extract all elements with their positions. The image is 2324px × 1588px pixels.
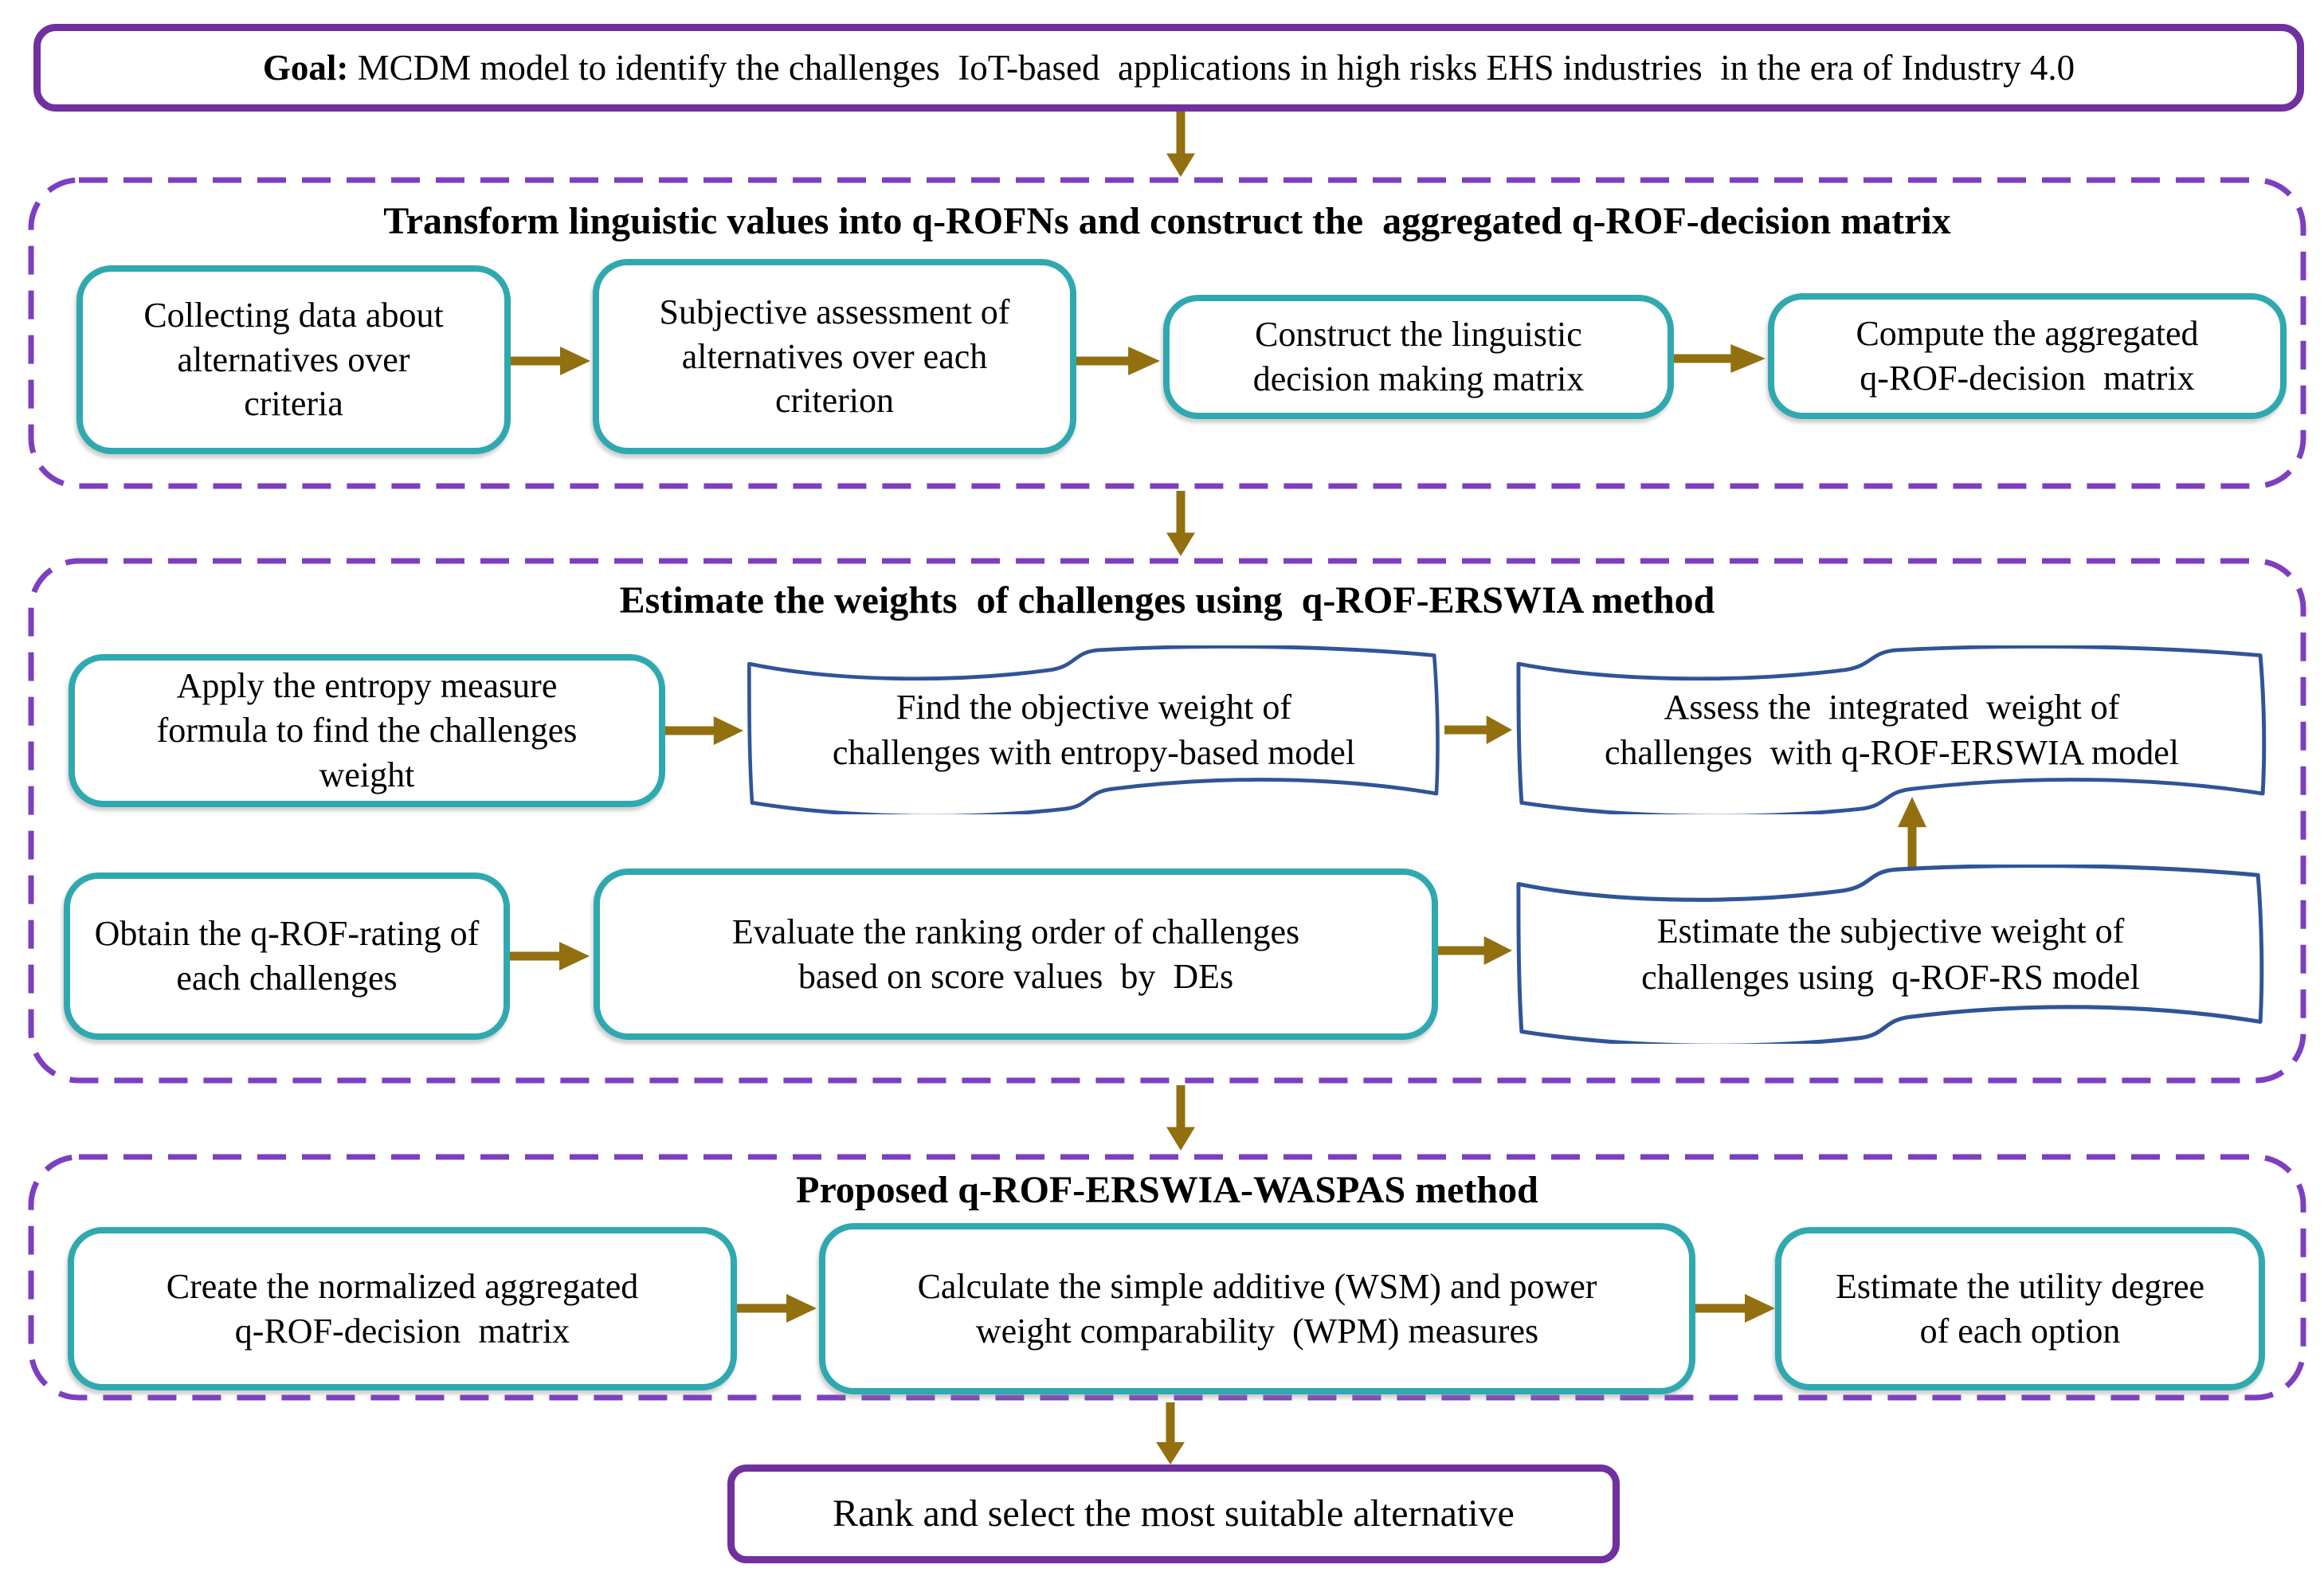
process-box-collect-data: Collecting data about alternatives over … (76, 265, 511, 454)
wave-box-integrated-weight-text: Assess the integrated weight of challeng… (1604, 687, 2179, 772)
arrow-section3-to-final (1156, 1402, 1185, 1464)
process-box-linguistic-matrix: Construct the linguistic decision making… (1163, 295, 1674, 419)
section-transform: Transform linguistic values into q-ROFNs… (28, 177, 2306, 489)
wave-box-subjective-weight: Estimate the subjective weight of challe… (1512, 865, 2269, 1044)
goal-text: MCDM model to identify the challenges Io… (348, 48, 2075, 88)
process-box-utility-degree-text: Estimate the utility degree of each opti… (1835, 1266, 2205, 1351)
arrow-section1-to-section2 (1166, 491, 1195, 556)
process-box-entropy-formula-text: Apply the entropy measure formula to fin… (156, 666, 578, 794)
arrow-linguistic-to-aggregated (1674, 344, 1766, 373)
process-box-wsm-wpm-measures-text: Calculate the simple additive (WSM) and … (917, 1266, 1597, 1351)
section-waspas: Proposed q-ROF-ERSWIA-WASPAS method Crea… (28, 1154, 2306, 1401)
process-box-subjective-assessment: Subjective assessment of alternatives ov… (593, 259, 1076, 454)
process-box-normalized-matrix: Create the normalized aggregated q-ROF-d… (68, 1227, 737, 1390)
arrow-collect-to-subjective (511, 347, 590, 375)
arrow-subjective-to-linguistic (1076, 347, 1160, 375)
wave-box-subjective-weight-text: Estimate the subjective weight of challe… (1641, 912, 2140, 997)
arrow-goal-to-section1 (1166, 112, 1195, 177)
process-box-qrof-rating: Obtain the q-ROF-rating of each challeng… (64, 872, 510, 1040)
final-box-text: Rank and select the most suitable altern… (833, 1492, 1515, 1535)
section3-dashed-border (28, 1154, 2306, 1401)
goal-box: Goal: MCDM model to identify the challen… (33, 24, 2304, 112)
arrow-normalized-to-measures (737, 1294, 817, 1323)
process-box-wsm-wpm-measures: Calculate the simple additive (WSM) and … (819, 1223, 1695, 1394)
wave-shape (1516, 865, 2264, 1044)
process-box-aggregated-matrix: Compute the aggregated q-ROF-decision ma… (1768, 293, 2287, 419)
arrow-measures-to-utility (1695, 1294, 1775, 1323)
arrow-ranking-to-subjective (1438, 936, 1512, 965)
section1-dashed-border (28, 177, 2306, 489)
goal-label: Goal: (262, 48, 349, 88)
arrow-rating-to-ranking (510, 942, 590, 970)
process-box-ranking-order-text: Evaluate the ranking order of challenges… (731, 912, 1300, 996)
process-box-normalized-matrix-text: Create the normalized aggregated q-ROF-d… (166, 1266, 639, 1351)
arrow-objective-to-integrated (1444, 716, 1512, 744)
arrow-section2-to-section3 (1166, 1085, 1195, 1151)
process-box-ranking-order: Evaluate the ranking order of challenges… (594, 868, 1438, 1040)
process-box-aggregated-matrix-text: Compute the aggregated q-ROF-decision ma… (1856, 314, 2199, 398)
section3-title: Proposed q-ROF-ERSWIA-WASPAS method (796, 1169, 1538, 1211)
process-box-utility-degree: Estimate the utility degree of each opti… (1775, 1227, 2265, 1390)
final-box: Rank and select the most suitable altern… (727, 1464, 1620, 1563)
process-box-linguistic-matrix-text: Construct the linguistic decision making… (1252, 315, 1585, 398)
process-box-entropy-formula: Apply the entropy measure formula to fin… (69, 654, 665, 807)
wave-box-objective-weight: Find the objective weight of challenges … (743, 645, 1444, 814)
wave-shape (747, 645, 1440, 814)
wave-box-integrated-weight: Assess the integrated weight of challeng… (1512, 645, 2271, 814)
process-box-collect-data-text: Collecting data about alternatives over … (143, 295, 444, 424)
wave-shape (1516, 645, 2267, 814)
section1-title: Transform linguistic values into q-ROFNs… (383, 200, 1951, 242)
section-weights: Estimate the weights of challenges using… (28, 558, 2306, 1084)
process-box-qrof-rating-text: Obtain the q-ROF-rating of each challeng… (94, 914, 480, 998)
wave-box-objective-weight-text: Find the objective weight of challenges … (832, 687, 1356, 772)
arrow-entropy-to-objective (665, 716, 743, 745)
process-box-subjective-assessment-text: Subjective assessment of alternatives ov… (659, 292, 1010, 421)
section2-dashed-border (28, 558, 2306, 1084)
section2-title: Estimate the weights of challenges using… (619, 579, 1715, 621)
